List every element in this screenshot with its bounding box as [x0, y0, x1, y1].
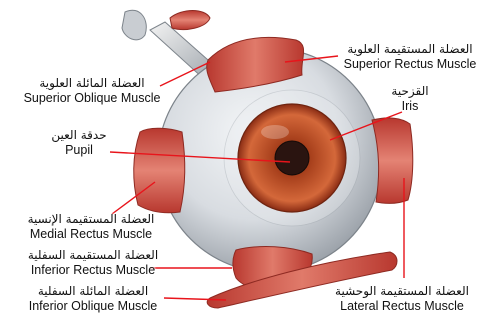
- label-iris: القزحية Iris: [380, 84, 440, 114]
- pupil: [275, 141, 309, 175]
- label-medial-rectus: العضلة المستقيمة الإنسية Medial Rectus M…: [6, 212, 176, 242]
- label-inferior-oblique: العضلة المائلة السفلية Inferior Oblique …: [8, 284, 178, 314]
- label-inferior-rectus: العضلة المستقيمة السفلية Inferior Rectus…: [8, 248, 178, 278]
- medial-rectus-muscle: [134, 128, 185, 213]
- label-superior-rectus: العضلة المستقيمة العلوية Superior Rectus…: [330, 42, 490, 72]
- lateral-rectus-muscle: [372, 118, 413, 203]
- label-superior-oblique: العضلة المائلة العلوية Superior Oblique …: [12, 76, 172, 106]
- label-pupil: حدقة العين Pupil: [34, 128, 124, 158]
- label-lateral-rectus: العضلة المستقيمة الوحشية Lateral Rectus …: [316, 284, 488, 314]
